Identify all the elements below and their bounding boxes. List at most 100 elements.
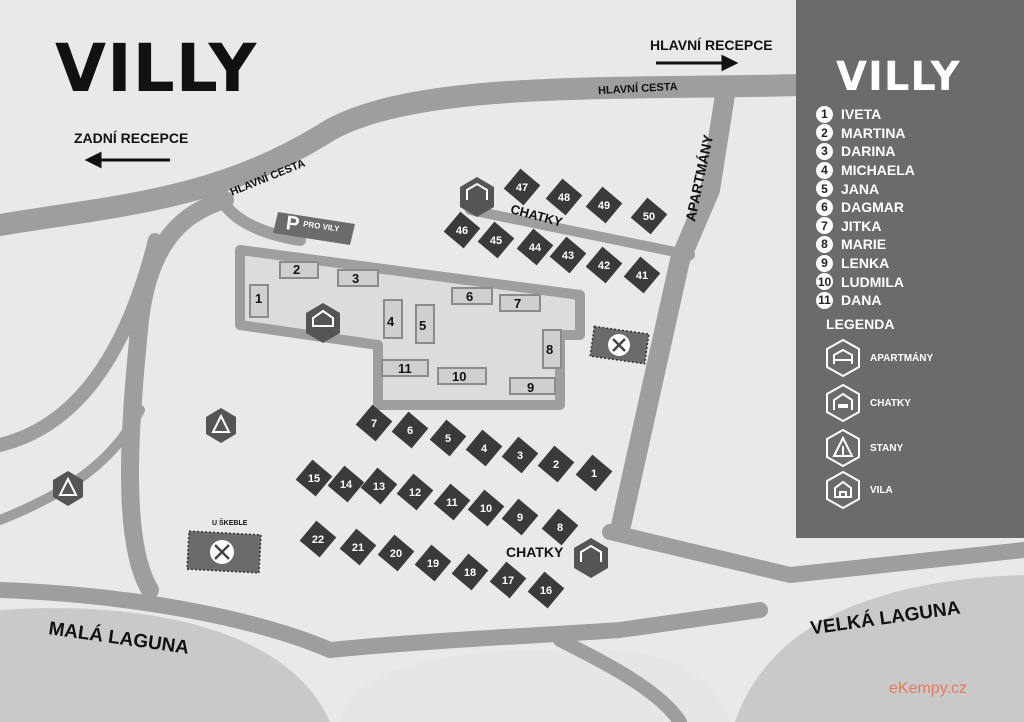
villa-7 — [499, 294, 541, 312]
far-left-road — [0, 233, 162, 452]
cabin-number: 41 — [636, 270, 648, 282]
villa-name: MICHAELA — [841, 162, 915, 179]
villa-icon — [826, 470, 860, 510]
chatka-bottom-3[interactable]: 3 — [501, 436, 539, 474]
villa-7-label[interactable]: 7 — [514, 296, 522, 311]
cabin-number: 21 — [352, 542, 364, 554]
villa-1-label[interactable]: 1 — [255, 291, 263, 306]
cabin-number: 22 — [312, 534, 324, 546]
cabin-number: 18 — [464, 567, 476, 579]
chatka-bottom-14[interactable]: 14 — [327, 465, 365, 503]
chatka-bottom-1[interactable]: 1 — [575, 454, 613, 492]
chatka-bottom-20[interactable]: 20 — [377, 534, 415, 572]
villa-3-label[interactable]: 3 — [352, 271, 360, 286]
cabin-number: 16 — [540, 585, 552, 597]
villa-number-badge: 6 — [816, 198, 833, 216]
villa-5-label[interactable]: 5 — [419, 318, 427, 333]
chatka-bottom-13[interactable]: 13 — [360, 467, 398, 505]
parking-sign[interactable] — [273, 212, 355, 245]
chatka-top-44[interactable]: 44 — [516, 228, 554, 266]
cabin-number: 49 — [598, 200, 610, 212]
chatka-bottom-11[interactable]: 11 — [433, 483, 471, 521]
chatka-bottom-19[interactable]: 19 — [414, 544, 452, 582]
villa-5 — [415, 304, 435, 344]
chatka-top-41[interactable]: 41 — [623, 256, 661, 294]
villa-1 — [249, 284, 269, 318]
villa-9-label[interactable]: 9 — [527, 380, 535, 395]
villa-number-badge: 4 — [816, 161, 833, 179]
cabin-number: 7 — [371, 418, 377, 430]
page-title: VILLY — [55, 30, 258, 107]
villa-6 — [451, 287, 493, 305]
cabin-number: 17 — [502, 575, 514, 587]
apartment-icon — [460, 177, 494, 217]
main-road — [0, 74, 811, 236]
chatka-bottom-21[interactable]: 21 — [339, 528, 377, 566]
chatka-bottom-9[interactable]: 9 — [501, 498, 539, 536]
villa-2-label[interactable]: 2 — [293, 262, 301, 277]
cabin-number: 10 — [480, 503, 492, 515]
cabin-number: 11 — [446, 497, 458, 509]
chatka-top-48[interactable]: 48 — [545, 178, 583, 216]
velka-laguna-water — [735, 575, 1024, 722]
chatka-bottom-17[interactable]: 17 — [489, 561, 527, 599]
villa-10-label[interactable]: 10 — [452, 369, 467, 384]
bottom-road — [0, 582, 768, 658]
villa-buildings — [249, 261, 562, 395]
legend-label: STANY — [870, 442, 904, 454]
cabin-number: 12 — [409, 487, 421, 499]
villa-name: DARINA — [841, 143, 896, 160]
chatka-bottom-12[interactable]: 12 — [396, 473, 434, 511]
villa-number-badge: 9 — [816, 254, 833, 272]
chatka-bottom-2[interactable]: 2 — [537, 445, 575, 483]
chatka-bottom-8[interactable]: 8 — [541, 508, 579, 546]
chatka-bottom-10[interactable]: 10 — [467, 489, 505, 527]
chatka-bottom-15[interactable]: 15 — [295, 459, 333, 497]
villa-name: MARIE — [841, 236, 887, 253]
cabin-number: 9 — [517, 512, 523, 524]
chatka-bottom-5[interactable]: 5 — [429, 419, 467, 457]
mala-laguna-water — [0, 608, 330, 722]
chatka-top-42[interactable]: 42 — [585, 246, 623, 284]
cabin-number: 45 — [490, 235, 502, 247]
chatka-bottom-22[interactable]: 22 — [299, 520, 337, 558]
villa-8-label[interactable]: 8 — [546, 342, 554, 357]
chatka-top-47[interactable]: 47 — [503, 168, 541, 206]
chatka-bottom-16[interactable]: 16 — [527, 571, 565, 609]
villa-name: JITKA — [841, 217, 882, 234]
villa-4 — [383, 299, 403, 339]
legend-label: VILA — [870, 484, 893, 496]
cabin-number: 14 — [340, 479, 353, 491]
chatka-top-45[interactable]: 45 — [477, 221, 515, 259]
chatka-top-43[interactable]: 43 — [549, 236, 587, 274]
cabin-number: 15 — [308, 473, 320, 485]
villa-list-item[interactable]: 4 MICHAELA — [816, 161, 915, 180]
chatka-bottom-7[interactable]: 7 — [355, 404, 393, 442]
villa-icon — [306, 303, 340, 343]
villa-6-label[interactable]: 6 — [466, 289, 474, 304]
chatka-top-50[interactable]: 50 — [630, 197, 668, 235]
chatka-top-46[interactable]: 46 — [443, 211, 481, 249]
cabin-number: 8 — [557, 522, 563, 534]
restaurant-right[interactable] — [589, 325, 650, 365]
chatka-bottom-6[interactable]: 6 — [391, 411, 429, 449]
chatka-bottom-18[interactable]: 18 — [451, 553, 489, 591]
villa-11-label[interactable]: 11 — [398, 361, 412, 376]
villa-name: LUDMILA — [841, 273, 904, 290]
chatka-bottom-4[interactable]: 4 — [465, 429, 503, 467]
villa-4-label[interactable]: 4 — [387, 314, 395, 329]
cabin-number: 42 — [598, 260, 610, 272]
villa-compound — [235, 245, 585, 410]
chatka-top-49[interactable]: 49 — [585, 186, 623, 224]
restaurant-u-skeble[interactable] — [186, 530, 262, 574]
